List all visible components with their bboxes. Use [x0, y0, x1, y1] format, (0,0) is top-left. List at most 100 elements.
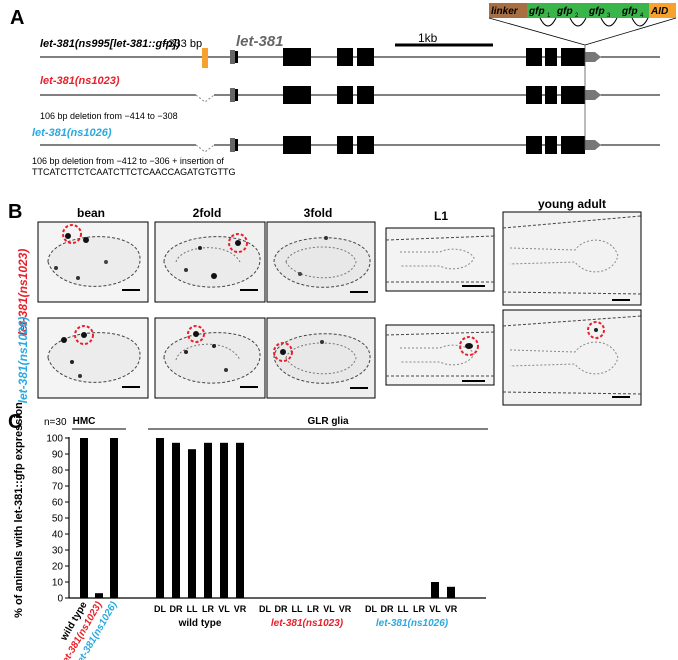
n-label: n=30 — [44, 417, 67, 428]
image-ns1026-bean — [37, 317, 149, 399]
x-tick-label: LR — [307, 604, 319, 614]
bar-3-4 — [431, 582, 439, 598]
gfp2-label: gfp — [556, 6, 573, 17]
linker-label: linker — [491, 6, 519, 17]
y-tick-label: 60 — [52, 498, 64, 509]
x-tick-label: VR — [339, 604, 352, 614]
gene-label: let-381 — [236, 33, 284, 50]
y-tick-label: 30 — [52, 546, 64, 557]
note-ns1023: 106 bp deletion from −414 to −308 — [40, 111, 178, 121]
image-ns1026-young-adult — [502, 309, 642, 406]
x-tick-label: LL — [187, 604, 198, 614]
gfp-segment — [527, 3, 649, 18]
x-tick-label: DL — [154, 604, 166, 614]
gfp1-label: gfp — [528, 6, 545, 17]
bar-1-4 — [220, 442, 228, 598]
track-label-gfp: let-381(ns995[let-381::gfp]) — [40, 38, 180, 50]
y-tick-label: 100 — [46, 434, 63, 445]
note-ns1026-line1: 106 bp deletion from −412 to −306 + inse… — [32, 156, 224, 166]
bar-1-5 — [236, 442, 244, 598]
construct-diagram: linker AID gfp 1 gfp 2 gfp 3 gfp 4 — [488, 3, 677, 46]
x-tick-label: LR — [202, 604, 214, 614]
bar-0-0 — [80, 438, 88, 598]
strain-label-wild-type: wild type — [178, 618, 222, 629]
aid-segment — [649, 3, 676, 18]
gfp4-sub: 4 — [640, 13, 644, 19]
note-ns1026-line2: TTCATCTTCTCAATCTTCTCAACCAGATGTGTTG — [32, 167, 235, 177]
x-tick-label: LR — [413, 604, 425, 614]
deletion-ns1023 — [195, 94, 215, 103]
gfp4-label: gfp — [621, 6, 638, 17]
image-ns1023-bean — [37, 221, 149, 303]
scale-bar-label: 1kb — [418, 31, 438, 45]
track-label-ns1026: let-381(ns1026) — [32, 127, 112, 139]
upstream-region-marker — [202, 48, 208, 68]
x-tick-label: VL — [323, 604, 335, 614]
aid-label: AID — [650, 6, 668, 17]
upstream-mark: −333 bp — [162, 38, 202, 50]
x-tick-label: VR — [445, 604, 458, 614]
row-label-ns1023: let-381(ns1023) — [16, 249, 30, 336]
strain-label-ns1023: let-381(ns1023) — [271, 618, 344, 629]
gfp3-label: gfp — [588, 6, 605, 17]
group-label-glr: GLR glia — [307, 416, 349, 427]
bar-1-1 — [172, 442, 180, 598]
stage-label-3fold: 3fold — [304, 206, 333, 220]
y-axis-label: % of animals with let-381::gfp expressio… — [13, 402, 25, 618]
gfp2-sub: 2 — [575, 13, 579, 19]
exons-track-3 — [230, 136, 601, 154]
group-label-hmc: HMC — [73, 416, 96, 427]
image-ns1023-3fold — [266, 221, 376, 303]
stage-label-young-adult: young adult — [538, 197, 606, 211]
image-ns1026-2fold — [154, 317, 266, 399]
stage-label-bean: bean — [77, 206, 105, 220]
exons-track-2 — [230, 86, 601, 104]
gfp3-sub: 3 — [607, 13, 611, 19]
image-ns1026-l1 — [385, 324, 495, 386]
row-label-ns1026: let-381(ns1026) — [16, 317, 30, 404]
linker-segment — [489, 3, 527, 18]
y-tick-label: 40 — [52, 530, 64, 541]
image-ns1026-3fold — [266, 317, 376, 399]
panel-label-b: B — [8, 201, 22, 223]
x-tick-label: DL — [365, 604, 377, 614]
deletion-ns1026 — [195, 144, 215, 153]
y-tick-label: 0 — [57, 594, 63, 605]
bar-0-2 — [110, 438, 118, 598]
bar-3-5 — [447, 586, 455, 598]
bar-1-2 — [188, 449, 196, 598]
panel-label-a: A — [10, 7, 24, 29]
image-ns1023-young-adult — [502, 211, 642, 306]
y-tick-label: 70 — [52, 482, 64, 493]
y-tick-label: 10 — [52, 578, 64, 589]
x-tick-label: DR — [275, 604, 288, 614]
x-tick-label: DR — [170, 604, 183, 614]
track-label-ns1023: let-381(ns1023) — [40, 75, 120, 87]
image-ns1023-2fold — [154, 221, 266, 303]
x-tick-label: VL — [218, 604, 230, 614]
construct-guide-left — [488, 17, 586, 46]
x-tick-label: LL — [398, 604, 409, 614]
stage-label-l1: L1 — [434, 209, 448, 223]
x-tick-label: LL — [292, 604, 303, 614]
y-tick-label: 50 — [52, 514, 64, 525]
y-tick-label: 90 — [52, 450, 64, 461]
x-tick-label: DR — [381, 604, 394, 614]
x-tick-label: VL — [429, 604, 441, 614]
x-tick-label: VR — [234, 604, 247, 614]
y-tick-label: 20 — [52, 562, 64, 573]
bar-1-3 — [204, 442, 212, 598]
image-ns1023-l1 — [385, 227, 495, 292]
x-tick-label: DL — [259, 604, 271, 614]
panel-label-c: C — [8, 411, 22, 433]
gfp1-sub: 1 — [547, 13, 551, 19]
strain-label-ns1026: let-381(ns1026) — [376, 618, 449, 629]
exons-track-1 — [230, 48, 601, 66]
y-tick-label: 80 — [52, 466, 64, 477]
bar-1-0 — [156, 438, 164, 598]
intron-arcs — [539, 17, 649, 27]
stage-label-2fold: 2fold — [193, 206, 222, 220]
bar-0-1 — [95, 593, 103, 598]
construct-guide-right — [584, 17, 677, 46]
